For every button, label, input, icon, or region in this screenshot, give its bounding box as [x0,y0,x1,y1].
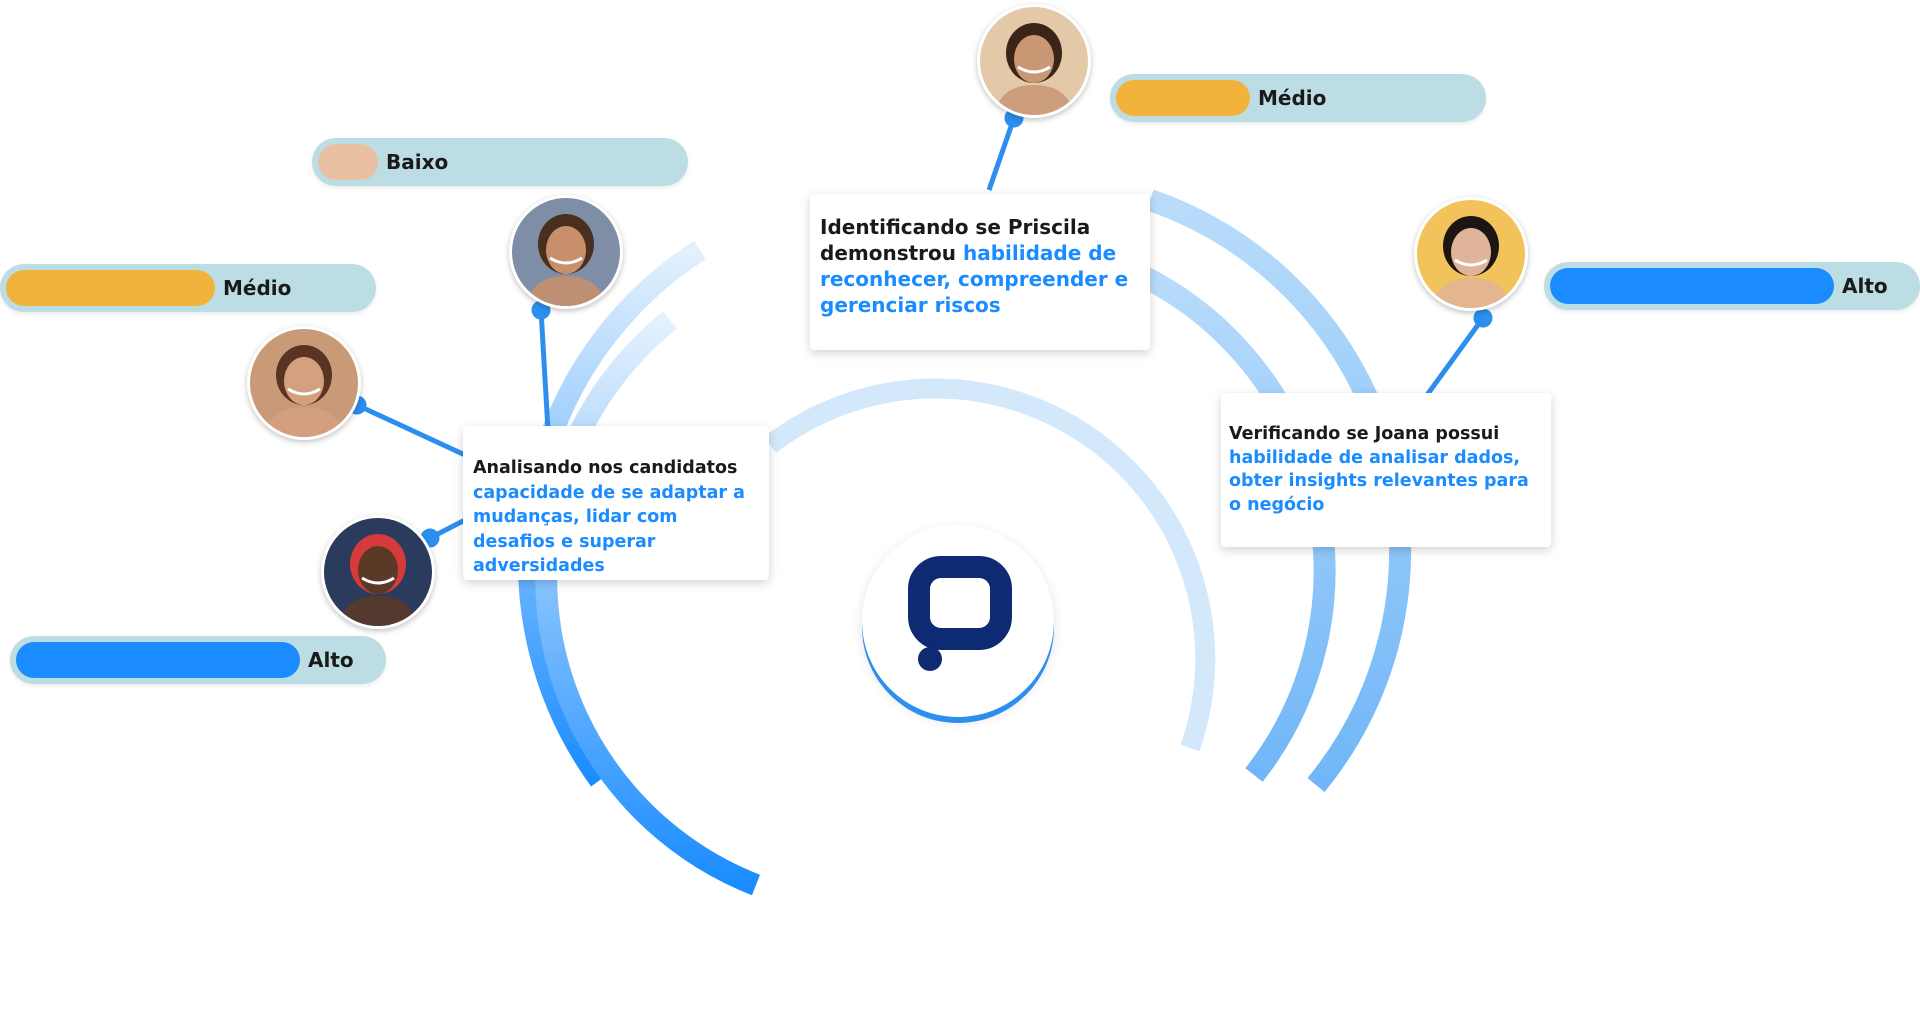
avatar-woman-left [247,326,361,440]
person-avatar-icon [1417,200,1525,308]
level-label: Alto [308,648,354,672]
arc-inner [763,378,1216,752]
level-label: Médio [1258,86,1327,110]
person-avatar-icon [250,329,358,437]
level-label: Alto [1842,274,1888,298]
level-bar-man-top: Baixo [312,138,688,186]
card-center-lead: Identificando se Priscila demonstrou [820,215,1091,265]
card-center-highlight: habilidade de reconhecer, compreender e … [820,241,1129,317]
card-center: Identificando se Priscila demonstrou hab… [810,194,1150,350]
level-fill [16,642,300,678]
connector-joana [1424,316,1486,397]
brand-logo-circle [862,525,1054,717]
brand-logo-icon [908,556,1012,671]
connector-woman-left [355,402,467,458]
card-left: Analisando nos candidatos capacidade de … [463,426,769,580]
level-bar-woman-left: Médio [0,264,376,312]
level-label: Médio [223,276,292,300]
level-fill [6,270,215,306]
card-right-highlight: habilidade de analisar dados, obter insi… [1229,447,1529,515]
person-avatar-icon [324,518,432,626]
person-avatar-icon [980,7,1088,115]
level-label: Baixo [386,150,449,174]
connector-man-top [538,309,551,431]
avatar-man-top [509,195,623,309]
avatar-joana [1414,197,1528,311]
level-fill [1550,268,1834,304]
avatar-man-cap [321,515,435,629]
level-bar-joana: Alto [1544,262,1920,310]
card-right-lead: Verificando se Joana possui [1229,424,1500,444]
level-fill [1116,80,1250,116]
arc-middle-left [535,311,761,896]
card-left-lead: Analisando nos candidatos [473,458,738,478]
connector-priscila [986,117,1017,191]
level-bar-priscila: Médio [1110,74,1486,122]
card-left-highlight: capacidade de se adaptar a mudanças, lid… [473,482,745,577]
card-right: Verificando se Joana possui habilidade d… [1221,393,1551,547]
person-avatar-icon [512,198,620,306]
level-fill [318,144,378,180]
avatar-priscila [977,4,1091,118]
level-bar-man-cap: Alto [10,636,386,684]
